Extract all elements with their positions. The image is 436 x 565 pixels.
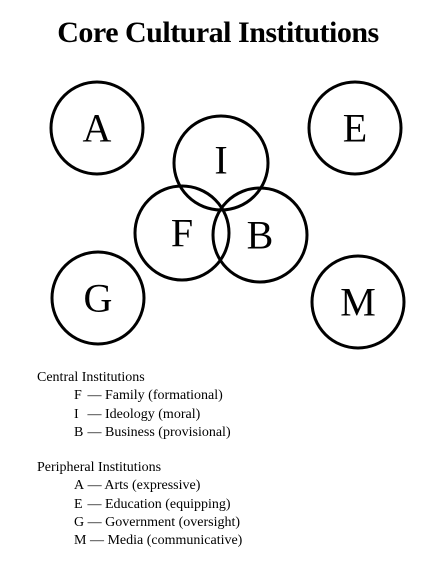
central-heading: Central Institutions xyxy=(37,370,145,385)
legend-row-education: E — Education (equipping) xyxy=(74,496,231,512)
circle-label-ideology: I xyxy=(214,138,227,183)
legend-row-business: B — Business (provisional) xyxy=(74,424,231,440)
institutions-diagram: A E I F B G M xyxy=(49,80,406,350)
circle-media: M xyxy=(310,254,406,350)
central-institutions-legend: Central Institutions F — Family (formati… xyxy=(37,369,231,442)
circle-label-education: E xyxy=(343,106,367,151)
legend-row-family: F — Family (formational) xyxy=(74,388,223,404)
legend-row-arts: A — Arts (expressive) xyxy=(74,478,201,494)
peripheral-heading: Peripheral Institutions xyxy=(37,460,162,475)
circle-government: G xyxy=(50,250,146,346)
circle-label-arts: A xyxy=(83,106,112,151)
legend-row-media: M — Media (communicative) xyxy=(74,533,243,549)
diagram-title: Core Cultural Institutions xyxy=(57,16,379,49)
circle-label-media: M xyxy=(340,280,376,325)
peripheral-institutions-legend: Peripheral Institutions A — Arts (expres… xyxy=(37,459,242,550)
legend-row-ideology: I — Ideology (moral) xyxy=(74,406,201,422)
circle-label-government: G xyxy=(84,276,113,321)
legend-row-government: G — Government (oversight) xyxy=(74,514,241,530)
circle-business: B xyxy=(211,186,309,284)
circle-label-business: B xyxy=(247,213,274,258)
circle-arts: A xyxy=(49,80,145,176)
circle-ideology: I xyxy=(172,114,270,212)
circle-education: E xyxy=(307,80,403,176)
circle-family: F xyxy=(133,184,231,282)
circle-label-family: F xyxy=(171,211,193,256)
